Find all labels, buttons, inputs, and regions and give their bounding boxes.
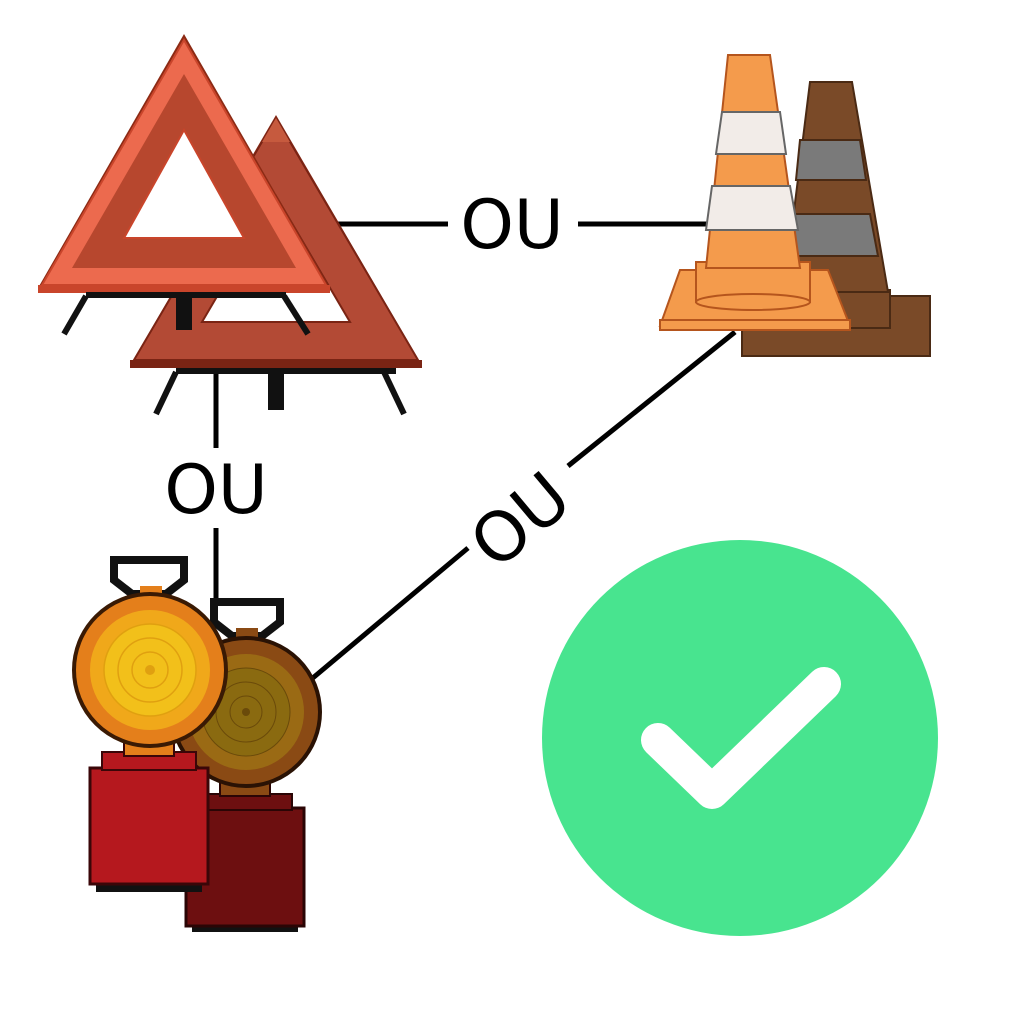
warning-triangle-front xyxy=(38,34,330,336)
or-label-top: OU xyxy=(460,186,563,265)
connector-diag-lower xyxy=(306,546,470,684)
warning-triangles-icon xyxy=(38,34,422,416)
traffic-cones-icon xyxy=(658,54,931,357)
connector-diag-upper xyxy=(566,330,737,468)
check-circle-icon xyxy=(542,540,938,936)
checkmark xyxy=(641,667,841,809)
connectors xyxy=(213,221,737,684)
warning-lamp-front xyxy=(72,556,228,892)
warning-lamps-icon xyxy=(72,556,322,932)
or-label-diagonal: OU xyxy=(456,458,586,585)
traffic-cone-front xyxy=(658,54,852,331)
or-label-left: OU xyxy=(164,451,267,530)
